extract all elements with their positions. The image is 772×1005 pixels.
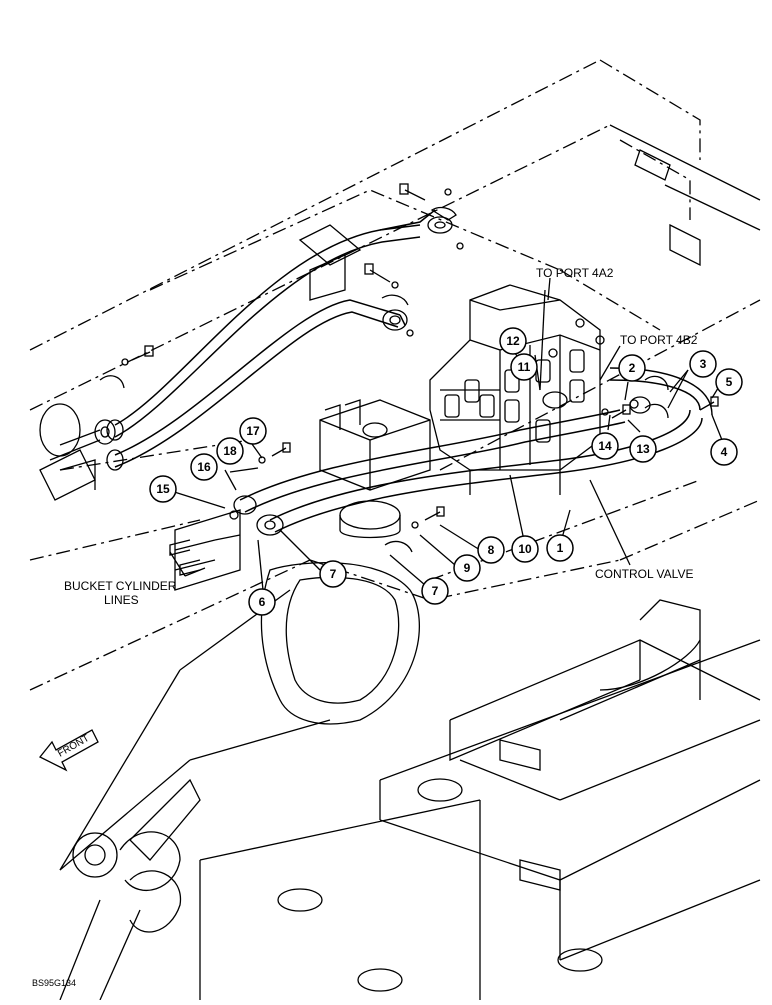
figure-id: BS95G134 (32, 978, 76, 988)
callout-3 (689, 350, 717, 378)
callout-17-text: 17 (246, 424, 260, 438)
boom-structure (59, 562, 420, 1001)
leader-lines (167, 277, 723, 591)
bucket-cylinder-line-ends (169, 509, 241, 591)
lower-frame (199, 599, 761, 1000)
upper-frame (29, 59, 761, 691)
callouts (149, 327, 743, 616)
callout-12-text: 12 (506, 334, 520, 348)
callout-12 (499, 327, 527, 355)
flange-fittings (94, 206, 669, 553)
callout-4 (710, 438, 738, 466)
text-labels: TO PORT 4A2 TO PORT 4B2 CONTROL VALVE BU… (32, 266, 698, 988)
callout-7a-text: 7 (330, 567, 337, 581)
callout-13 (629, 435, 657, 463)
callout-3-text: 3 (700, 357, 707, 371)
callout-9-text: 9 (464, 561, 471, 575)
hoses (114, 209, 713, 533)
left-cylinder-ports (39, 403, 124, 501)
callout-numbers: 1 2 3 4 5 6 7 7 8 9 10 11 12 13 14 15 16… (156, 334, 732, 609)
center-joint (319, 399, 431, 539)
label-bucket-cylinder: BUCKET CYLINDER (64, 579, 177, 593)
callout-17 (239, 417, 267, 445)
callout-18 (216, 437, 244, 465)
callout-1 (546, 534, 574, 562)
callout-11 (510, 353, 538, 381)
callout-7b (421, 577, 449, 605)
callout-16-text: 16 (197, 460, 211, 474)
callout-8 (477, 536, 505, 564)
control-valve-block (429, 284, 611, 495)
callout-7b-text: 7 (432, 584, 439, 598)
callout-9 (453, 554, 481, 582)
label-to-port-4a2: TO PORT 4A2 (536, 266, 614, 280)
callout-2 (618, 354, 646, 382)
callout-5 (715, 368, 743, 396)
callout-2-text: 2 (629, 361, 636, 375)
callout-10-text: 10 (518, 542, 532, 556)
callout-11-text: 11 (518, 360, 531, 374)
callout-16 (190, 453, 218, 481)
callout-13-text: 13 (636, 442, 650, 456)
callout-4-text: 4 (721, 445, 728, 459)
callout-15-text: 15 (156, 482, 170, 496)
callout-14 (591, 432, 619, 460)
callout-6-text: 6 (259, 595, 266, 609)
callout-5-text: 5 (726, 375, 733, 389)
callout-15 (149, 475, 177, 503)
callout-6 (248, 588, 276, 616)
front-arrow (38, 729, 99, 772)
callout-10 (511, 535, 539, 563)
callout-1-text: 1 (557, 541, 564, 555)
label-to-port-4b2: TO PORT 4B2 (620, 333, 698, 347)
callout-7a (319, 560, 347, 588)
label-lines: LINES (104, 593, 139, 607)
upper-frame-solid (298, 124, 761, 301)
callout-14-text: 14 (598, 439, 612, 453)
bolts (121, 183, 719, 529)
callout-8-text: 8 (488, 543, 495, 557)
label-control-valve: CONTROL VALVE (595, 567, 693, 581)
callout-18-text: 18 (223, 444, 237, 458)
